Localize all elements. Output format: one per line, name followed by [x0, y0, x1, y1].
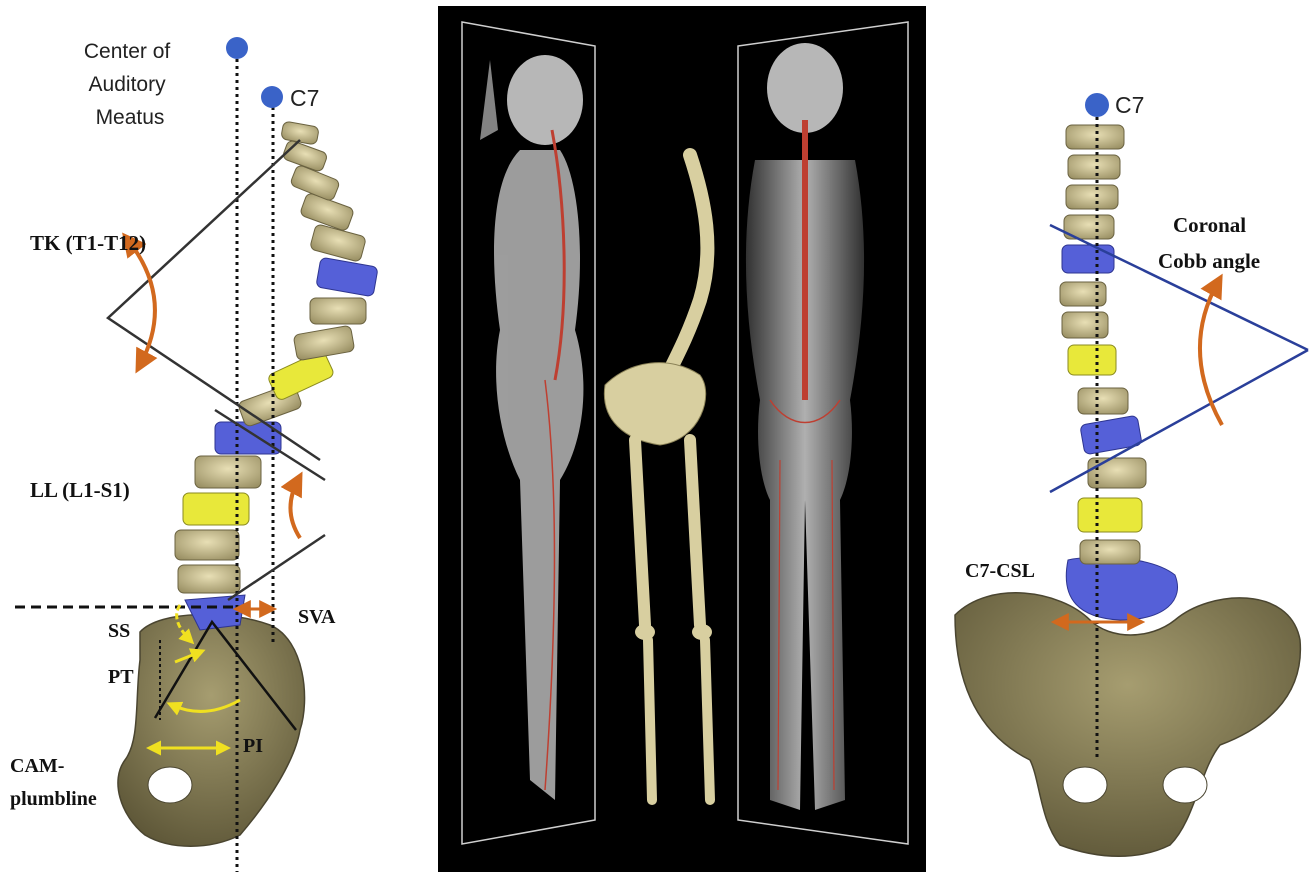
csl-label: C7-CSL [965, 560, 1035, 582]
left-obturator-foramen [1063, 767, 1107, 803]
coronal-vertebrae [1060, 125, 1146, 564]
sagittal-spine-panel: Center of Auditory Meatus C7 TK (T1-T12)… [10, 37, 378, 872]
coronal-sacrum [1066, 557, 1177, 620]
pi-label: PI [243, 735, 263, 757]
thoracic-vertebrae [237, 121, 378, 427]
ll-arc-arrow [290, 480, 300, 538]
ss-label: SS [108, 620, 130, 642]
right-obturator-foramen [1163, 767, 1207, 803]
c7-label-right: C7 [1115, 92, 1144, 118]
center-xray-panel [438, 6, 926, 872]
ll-lower-line [228, 535, 325, 600]
coronal-pelvis [955, 593, 1300, 856]
ll-label: LL (L1-S1) [30, 478, 130, 502]
c7-label-left: C7 [290, 85, 319, 111]
cobb-label: Coronal Cobb angle [1158, 213, 1260, 273]
cam-label: Center of Auditory Meatus [84, 40, 176, 129]
cam-marker-dot [226, 37, 248, 59]
c7-marker-dot-right [1085, 93, 1109, 117]
obturator-foramen [148, 767, 192, 803]
pt-label: PT [108, 666, 134, 688]
c7-marker-dot [261, 86, 283, 108]
coronal-spine-panel: C7 Coronal Cobb angle C7-CSL [955, 92, 1308, 856]
sagittal-pelvis [118, 615, 305, 847]
tk-label: TK (T1-T12) [30, 231, 146, 255]
sva-label: SVA [298, 606, 336, 628]
cam-plumbline-label: CAM- plumbline [10, 755, 97, 810]
lumbar-vertebrae [175, 422, 281, 593]
